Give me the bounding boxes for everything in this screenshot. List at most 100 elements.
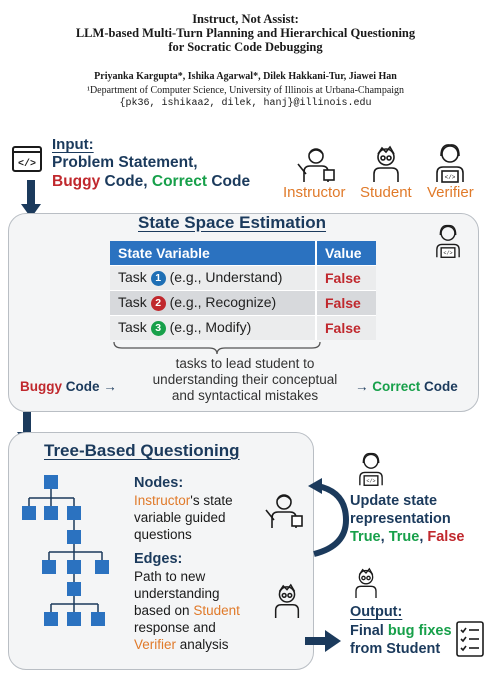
- instructor-icon: [296, 144, 340, 189]
- edges-role-verifier: Verifier: [134, 637, 177, 652]
- student-icon-output: [351, 566, 381, 605]
- input-code-2: Code: [207, 173, 251, 190]
- update-sep-1: ,: [380, 529, 389, 545]
- tree-panel: [8, 432, 314, 670]
- verifier-icon-small: </>: [432, 223, 464, 264]
- tree-diagram: [14, 470, 124, 665]
- state-variable-table: State Variable Value Task 1 (e.g., Under…: [110, 241, 376, 340]
- output-block: Final bug fixes from Student: [350, 622, 452, 658]
- edges-heading: Edges:: [134, 551, 183, 567]
- output-line-1: Final bug fixes: [350, 622, 452, 640]
- input-line-1: Problem Statement,: [52, 154, 198, 171]
- nodes-role: Instructor: [134, 493, 191, 508]
- student-icon: [368, 144, 404, 189]
- update-loop-arrow: [306, 478, 350, 567]
- table-header-row: State Variable Value: [110, 241, 376, 265]
- update-line-2: representation: [350, 511, 451, 527]
- task-label: Task: [118, 319, 147, 336]
- task-value: False: [315, 264, 376, 290]
- input-line-2: Buggy Code, Correct Code: [52, 172, 250, 191]
- role-verifier-label: Verifier: [427, 184, 474, 201]
- task-cell: Task 2 (e.g., Recognize): [110, 289, 316, 315]
- buggy-code-arrow: Code →: [62, 379, 117, 394]
- brace-icon: [112, 341, 322, 360]
- output-arrow-icon: [305, 630, 341, 657]
- input-correct: Correct: [151, 173, 208, 190]
- edges-line-3-pre: based on: [134, 603, 194, 618]
- correct-code-word: Code: [420, 379, 458, 394]
- task-cell: Task 3 (e.g., Modify): [110, 314, 316, 340]
- role-instructor-label: Instructor: [283, 184, 346, 201]
- brace-line-3: and syntactical mistakes: [171, 388, 319, 403]
- edges-role-student: Student: [193, 603, 240, 618]
- nodes-heading: Nodes:: [134, 475, 184, 491]
- arrow-to-correct: →: [355, 379, 373, 394]
- down-arrow-icon: [21, 180, 41, 225]
- checklist-icon: [456, 621, 484, 662]
- output-line-1-pre: Final: [350, 623, 388, 639]
- paper-affiliation: ¹Department of Computer Science, Univers…: [86, 85, 405, 96]
- brace-line-2: understanding their conceptual: [152, 372, 338, 387]
- correct-code-label: → Correct Code: [355, 379, 458, 394]
- paper-title-line-2: LLM-based Multi-Turn Planning and Hierar…: [75, 26, 416, 40]
- update-line-1: Update state: [350, 493, 438, 509]
- brace-caption: tasks to lead student to understanding t…: [120, 356, 370, 404]
- verifier-icon-update: </>: [355, 451, 387, 492]
- input-heading: Input:: [52, 136, 94, 153]
- table-row: Task 2 (e.g., Recognize) False: [110, 289, 376, 315]
- update-value-2: True: [388, 529, 420, 545]
- edges-line-3: based on Student: [134, 602, 240, 619]
- update-sep-2: ,: [419, 529, 428, 545]
- correct-word: Correct: [372, 379, 421, 394]
- brace-line-1: tasks to lead student to: [175, 356, 315, 371]
- paper-authors: Priyanka Kargupta*, Ishika Agarwal*, Dil…: [94, 71, 397, 82]
- update-block: Update state representation True, True, …: [350, 492, 464, 546]
- edges-block: Edges: Path to new understanding based o…: [134, 551, 240, 653]
- col-state-variable: State Variable: [110, 241, 316, 265]
- task-number-1: 1: [150, 271, 166, 286]
- paper-title-line-3: for Socratic Code Debugging: [168, 40, 323, 54]
- edges-line-5-rest: analysis: [176, 637, 229, 652]
- edges-line-5: Verifier analysis: [134, 636, 240, 653]
- code-window-icon: </>: [12, 146, 42, 177]
- task-desc: (e.g., Modify): [169, 319, 252, 336]
- paper-title-line-1: Instruct, Not Assist:: [192, 12, 299, 26]
- nodes-line-3: questions: [134, 527, 192, 542]
- task-desc: (e.g., Understand): [169, 269, 283, 285]
- svg-text:</>: </>: [445, 174, 456, 181]
- task-cell: Task 1 (e.g., Understand): [110, 264, 316, 290]
- col-value: Value: [315, 241, 376, 265]
- input-buggy: Buggy: [52, 173, 101, 190]
- state-space-heading: State Space Estimation: [138, 213, 327, 232]
- role-student-label: Student: [360, 184, 412, 201]
- task-value: False: [315, 314, 376, 340]
- edges-line-2: understanding: [134, 586, 220, 601]
- nodes-line-1-rest: 's state: [190, 493, 233, 508]
- task-label: Task: [118, 294, 147, 310]
- verifier-icon: </>: [432, 142, 468, 189]
- paper-emails: {pk36, ishikaa2, dilek, hanj}@illinois.e…: [119, 98, 372, 109]
- output-line-2: from Student: [350, 641, 441, 657]
- input-code-1: Code,: [100, 173, 152, 190]
- table-row: Task 3 (e.g., Modify) False: [110, 314, 376, 340]
- output-bug-fixes: bug fixes: [387, 623, 452, 639]
- buggy-code-label: Buggy Code →: [20, 379, 117, 394]
- tree-heading: Tree-Based Questioning: [44, 441, 240, 460]
- task-number-3: 3: [150, 321, 166, 337]
- instructor-icon-tree: [264, 490, 308, 535]
- output-heading: Output:: [350, 604, 403, 620]
- task-label: Task: [118, 269, 147, 285]
- task-number-2: 2: [150, 296, 166, 311]
- task-value: False: [315, 289, 376, 315]
- buggy-word: Buggy: [20, 379, 62, 394]
- update-value-1: True: [350, 529, 381, 545]
- svg-text:</>: </>: [443, 251, 452, 257]
- table-row: Task 1 (e.g., Understand) False: [110, 264, 376, 290]
- student-icon-tree: [270, 582, 304, 625]
- nodes-line-2: variable guided: [134, 510, 226, 525]
- svg-text:</>: </>: [18, 158, 36, 170]
- update-values: True, True, False: [350, 528, 464, 546]
- update-value-3: False: [427, 529, 465, 545]
- edges-line-4: response and: [134, 620, 216, 635]
- nodes-line-1: Instructor's state: [134, 492, 233, 509]
